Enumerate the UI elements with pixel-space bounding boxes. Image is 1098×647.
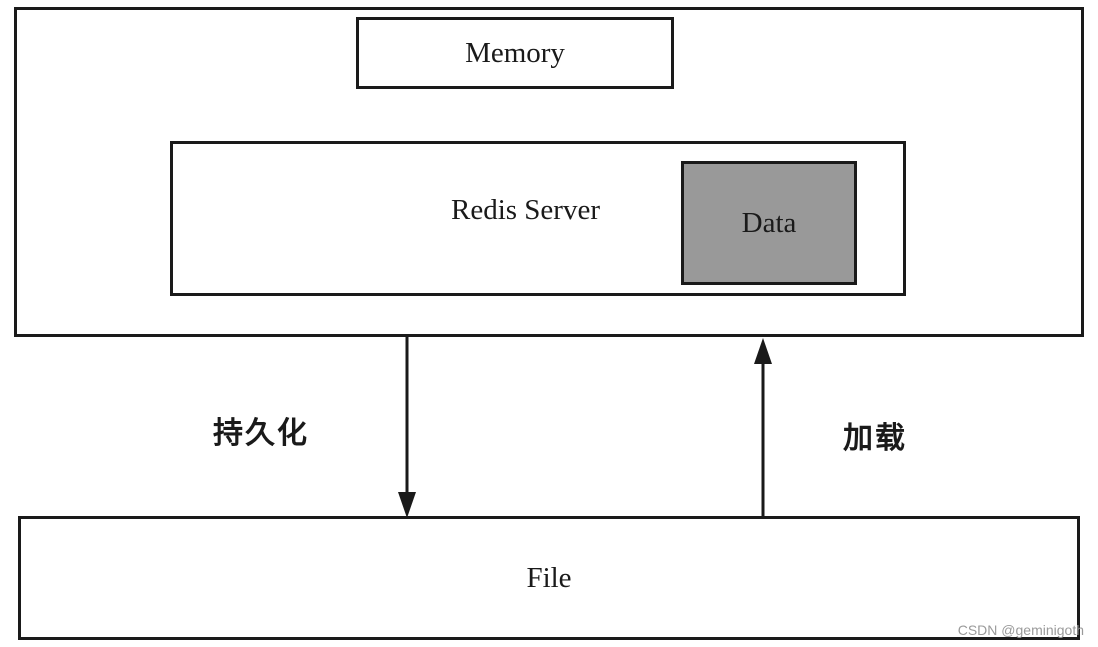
data-box: Data	[681, 161, 857, 285]
memory-label: Memory	[465, 36, 565, 69]
redis-server-box: Redis Server Data	[170, 141, 906, 296]
file-label: File	[526, 561, 572, 594]
persist-label: 持久化	[213, 416, 309, 451]
redis-server-label: Redis Server	[451, 194, 600, 226]
memory-box: Memory	[356, 17, 674, 89]
file-box: File	[18, 516, 1080, 640]
persist-arrow	[398, 337, 416, 518]
load-label: 加载	[843, 421, 907, 456]
load-arrow	[754, 338, 772, 516]
watermark-text: CSDN @geminigoth	[957, 622, 1084, 638]
data-label: Data	[741, 206, 797, 239]
